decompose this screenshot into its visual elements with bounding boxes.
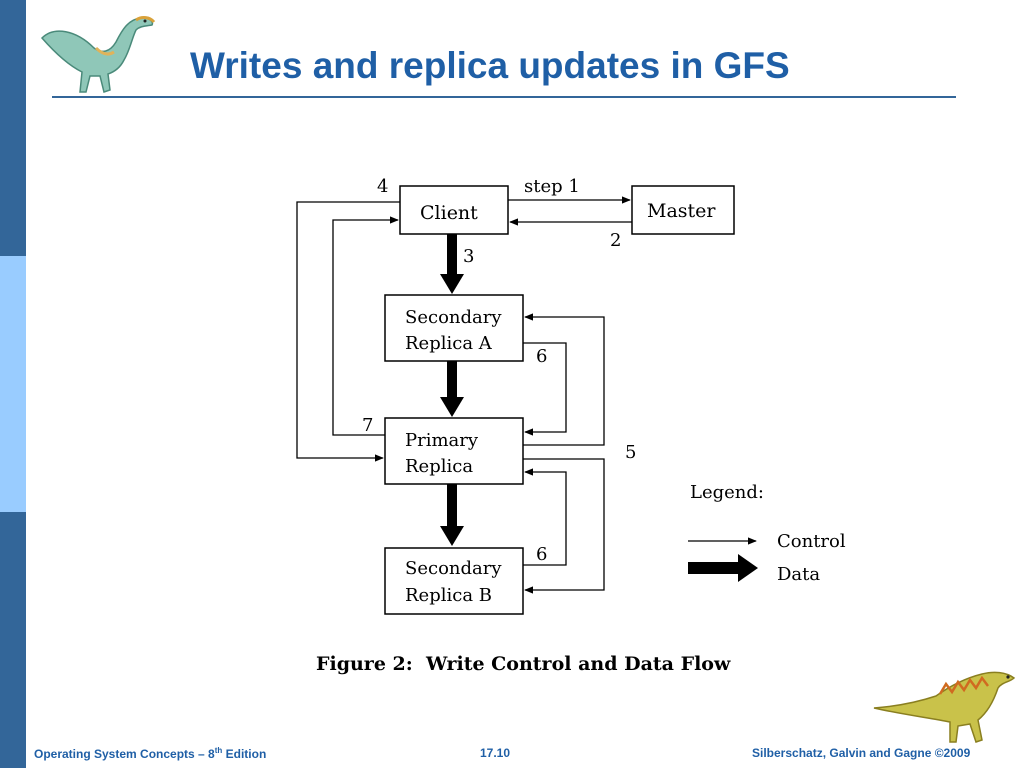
step6-label-a: 6 <box>536 346 547 367</box>
figure-caption: Figure 2: Write Control and Data Flow <box>316 653 731 675</box>
footer-book-title: Operating System Concepts – 8th Edition <box>34 746 266 761</box>
step4-label: 4 <box>377 176 388 197</box>
legend-title: Legend: <box>690 482 764 503</box>
slide-title: Writes and replica updates in GFS <box>190 45 790 86</box>
secondary-replica-a-box <box>384 294 524 362</box>
step5-label: 5 <box>625 442 636 463</box>
legend-control-label: Control <box>777 531 846 552</box>
client-box <box>399 185 509 235</box>
step6-label-b: 6 <box>536 544 547 565</box>
dinosaur-logo-bottom <box>873 671 1016 743</box>
legend-data-arrow <box>688 554 758 582</box>
step7-arrow <box>332 216 399 436</box>
master-label: Master <box>647 200 716 222</box>
side-band-top <box>0 0 26 256</box>
step4-arrow <box>296 201 400 462</box>
primary-label-line2: Replica <box>405 456 473 477</box>
primary-label-line1: Primary <box>405 430 479 451</box>
step7-label: 7 <box>362 415 373 436</box>
step1-label: step 1 <box>524 176 580 197</box>
footer-copyright: Silberschatz, Galvin and Gagne ©2009 <box>752 746 971 760</box>
client-label: Client <box>420 202 478 224</box>
secondary-a-label-line1: Secondary <box>405 307 502 328</box>
side-band-bottom <box>0 512 26 768</box>
primary-replica-box <box>384 417 524 485</box>
step5-arrow-to-a <box>523 313 605 446</box>
data-flow-arrows <box>440 234 464 546</box>
master-box <box>631 185 735 235</box>
title-underline <box>52 96 956 98</box>
secondary-replica-b-box <box>384 547 524 615</box>
footer-page-number: 17.10 <box>480 746 511 760</box>
footer-book-superscript: th <box>214 746 223 755</box>
side-band-middle <box>0 256 26 512</box>
step6-arrow-from-a <box>523 342 567 436</box>
step3-label: 3 <box>463 246 474 267</box>
footer-book-suffix: Edition <box>222 747 267 761</box>
legend-data-label: Data <box>777 564 820 585</box>
step6-arrow-from-b <box>523 468 567 566</box>
gfs-write-flow-diagram: Client Master Secondary Replica A Primar… <box>296 176 846 675</box>
step2-label: 2 <box>610 230 621 251</box>
footer-book-prefix: Operating System Concepts – 8 <box>34 747 215 761</box>
secondary-b-label-line2: Replica B <box>405 585 492 606</box>
dinosaur-logo-top <box>40 16 156 93</box>
secondary-b-label-line1: Secondary <box>405 558 502 579</box>
step5-arrow-to-b <box>523 458 605 594</box>
secondary-a-label-line2: Replica A <box>405 333 493 354</box>
